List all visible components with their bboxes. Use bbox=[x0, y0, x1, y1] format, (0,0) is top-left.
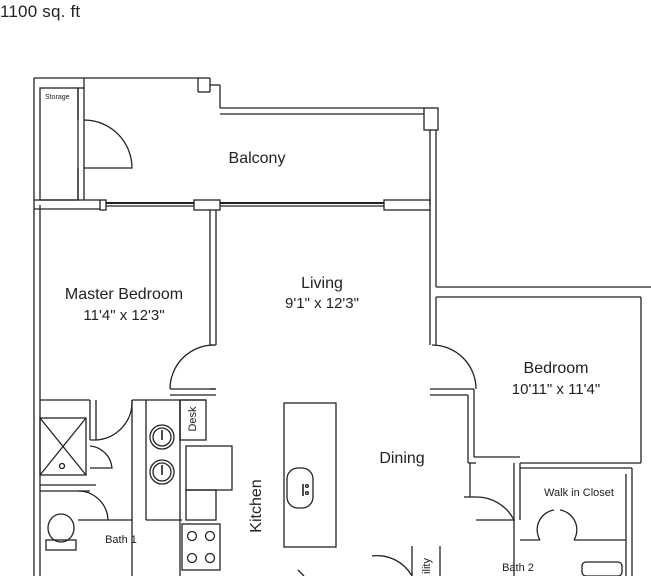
shower-stall bbox=[39, 417, 87, 476]
bath-1-walls bbox=[40, 399, 132, 521]
walk-in-closet-label: Walk in Closet bbox=[544, 487, 614, 499]
master-living-partition bbox=[170, 210, 217, 396]
living-label: Living bbox=[301, 275, 343, 292]
bedroom-door bbox=[431, 344, 477, 390]
shower-drain bbox=[58, 462, 66, 470]
dining-label: Dining bbox=[379, 450, 424, 467]
bath-1-door bbox=[95, 399, 133, 441]
double-sink bbox=[149, 424, 175, 485]
walk-in-closet-walls bbox=[513, 463, 633, 576]
kitchen-label: Kitchen bbox=[248, 479, 265, 532]
island-sink bbox=[286, 467, 314, 509]
desk-label: Desk bbox=[187, 406, 199, 432]
master-bedroom-size: 11'4" x 12'3" bbox=[83, 307, 164, 324]
bath-2-vanity bbox=[581, 561, 623, 576]
shower-door bbox=[89, 439, 113, 469]
kitchen-island bbox=[283, 402, 337, 548]
exterior-walls bbox=[33, 77, 651, 576]
pantry-hint bbox=[297, 569, 305, 576]
closet-bifold-door bbox=[536, 509, 578, 541]
bath-1-label: Bath 1 bbox=[105, 534, 137, 546]
storage-label: Storage bbox=[45, 94, 70, 101]
shower-cross-b bbox=[39, 417, 87, 476]
floor-area-label: 1100 sq. ft bbox=[0, 2, 81, 21]
bath-2-label: Bath 2 bbox=[502, 562, 534, 574]
bath-2-door bbox=[475, 496, 516, 521]
bath-1-inner-door bbox=[77, 490, 109, 521]
bedroom-size: 10'11" x 11'4" bbox=[512, 381, 600, 398]
balcony-label: Balcony bbox=[229, 150, 286, 167]
utility-label: ility bbox=[421, 558, 433, 574]
bedroom-label: Bedroom bbox=[524, 360, 589, 377]
toilet bbox=[45, 513, 77, 551]
bedroom-partition bbox=[429, 210, 520, 498]
utility-door bbox=[371, 555, 413, 576]
master-bedroom-door bbox=[169, 344, 215, 390]
kitchen-counters bbox=[131, 399, 233, 576]
storage-door bbox=[83, 119, 133, 169]
stove-cooktop bbox=[186, 530, 216, 564]
living-size: 9'1" x 12'3" bbox=[285, 295, 359, 312]
master-bedroom-label: Master Bedroom bbox=[65, 286, 183, 303]
balcony-sliding-doors bbox=[34, 199, 431, 211]
